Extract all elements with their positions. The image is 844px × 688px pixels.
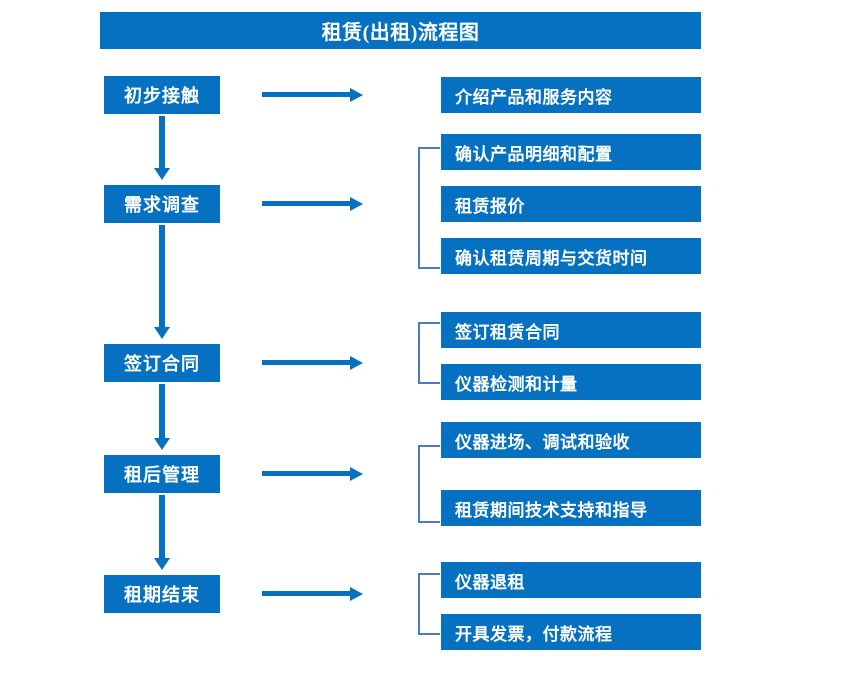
right-arrow-2 <box>262 195 363 213</box>
stage-box-4[interactable]: 租后管理 <box>104 455 220 493</box>
right-arrow-1 <box>262 86 363 104</box>
group-bracket-3 <box>418 322 440 384</box>
detail-box-5-2[interactable]: 开具发票，付款流程 <box>441 614 701 650</box>
group-bracket-5 <box>418 573 440 635</box>
stage-box-3[interactable]: 签订合同 <box>104 344 220 382</box>
detail-box-2-2[interactable]: 租赁报价 <box>441 186 701 222</box>
right-arrow-4 <box>262 465 363 483</box>
right-arrow-5 <box>262 585 363 603</box>
detail-box-4-1[interactable]: 仪器进场、调试和验收 <box>441 422 701 458</box>
down-arrow-1 <box>152 116 172 180</box>
stage-box-5[interactable]: 租期结束 <box>104 575 220 613</box>
detail-box-4-2[interactable]: 租赁期间技术支持和指导 <box>441 490 701 526</box>
group-bracket-4 <box>418 445 440 523</box>
detail-box-3-1[interactable]: 签订租赁合同 <box>441 312 701 348</box>
down-arrow-2 <box>152 225 172 339</box>
page-title: 租赁(出租)流程图 <box>100 12 701 49</box>
down-arrow-3 <box>152 384 172 450</box>
detail-box-2-1[interactable]: 确认产品明细和配置 <box>441 134 701 170</box>
detail-box-5-1[interactable]: 仪器退租 <box>441 562 701 598</box>
group-bracket-2 <box>418 147 440 269</box>
stage-box-2[interactable]: 需求调查 <box>104 185 220 223</box>
detail-box-1-1[interactable]: 介绍产品和服务内容 <box>441 77 701 113</box>
stage-box-1[interactable]: 初步接触 <box>104 76 220 114</box>
detail-box-3-2[interactable]: 仪器检测和计量 <box>441 364 701 400</box>
detail-box-2-3[interactable]: 确认租赁周期与交货时间 <box>441 238 701 274</box>
down-arrow-4 <box>152 495 172 570</box>
right-arrow-3 <box>262 354 363 372</box>
